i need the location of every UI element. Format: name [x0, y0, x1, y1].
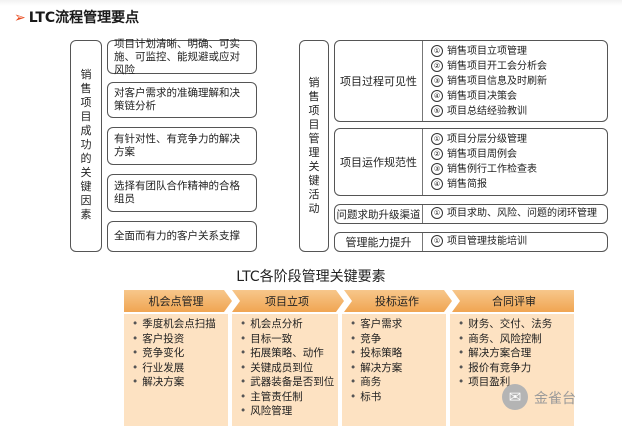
activity-group-name: 项目过程可见性: [335, 41, 423, 121]
factor-box: 对客户需求的准确理解和决策链分析: [107, 82, 257, 118]
activity-group-name: 管理能力提升: [335, 233, 423, 251]
activity-group-name: 项目运作规范性: [335, 129, 423, 195]
list-item: •拓展策略、动作: [240, 347, 324, 359]
stage-name: 投标运作: [375, 295, 419, 308]
list-item: •客户需求: [350, 318, 403, 330]
list-item: •解决方案: [132, 376, 185, 388]
stage-name: 机会点管理: [148, 295, 204, 308]
list-item: •主管责任制: [240, 390, 303, 403]
list-item: •竞争: [350, 332, 382, 345]
factor-box: 有针对性、有竞争力的解决方案: [107, 127, 257, 165]
page-title: ➢LTC流程管理要点: [14, 10, 140, 26]
list-item: •机会点分析: [240, 318, 303, 330]
stages-title: LTC各阶段管理关键要素: [236, 269, 386, 285]
stage-column: •机会点分析 •目标一致 •拓展策略、动作 •关键成员到位 •武器装备是否到位 …: [232, 314, 338, 426]
list-item: •目标一致: [240, 332, 293, 345]
arrow-icon: ➢: [14, 10, 26, 26]
right-panel-label: 销售项目管理关键活动: [308, 76, 320, 215]
stage-header-bar: 机会点管理 项目立项 投标运作 合同评审: [124, 290, 574, 312]
list-item: •行业发展: [132, 361, 185, 374]
list-item: •报价有竞争力: [458, 361, 532, 374]
list-item: •季度机会点扫描: [132, 318, 216, 330]
right-panel-label-frame: [299, 40, 329, 252]
list-item: •竞争变化: [132, 347, 185, 359]
left-panel-label-frame: [70, 40, 102, 252]
watermark-text: 金雀台: [534, 391, 576, 407]
list-item: •标书: [350, 390, 382, 403]
wechat-logo-icon: ✉: [502, 384, 528, 410]
list-item: •关键成员到位: [240, 361, 314, 374]
activity-group-name: 问题求助升级渠道: [335, 205, 423, 223]
list-item: •财务、交付、法务: [458, 318, 553, 330]
list-item: •解决方案合理: [458, 347, 532, 359]
list-item: •项目盈利: [458, 376, 511, 388]
list-item: •投标策略: [350, 347, 403, 359]
stage-column: •季度机会点扫描 •客户投资 •竞争变化 •行业发展 •解决方案: [124, 314, 228, 426]
list-item: •武器装备是否到位: [240, 376, 335, 388]
stage-chevron: [344, 290, 452, 312]
stage-chevron: [452, 290, 574, 312]
list-item: •风险管理: [240, 405, 293, 417]
stage-chevrons: [124, 290, 574, 312]
list-item: •商务: [350, 376, 382, 388]
top-shadow-bar: [0, 0, 622, 6]
factor-box: 项目计划清晰、明确、可实施、可监控、能规避或应对风险: [107, 38, 257, 76]
stage-name: 合同评审: [492, 295, 536, 308]
list-item: •客户投资: [132, 332, 185, 345]
list-item: •商务、风险控制: [458, 332, 542, 345]
stage-column: •客户需求 •竞争 •投标策略 •解决方案 •商务 •标书: [342, 314, 446, 426]
list-item: •解决方案: [350, 361, 403, 374]
stage-name: 项目立项: [265, 295, 309, 308]
left-panel-label: 销售项目成功的关键因素: [80, 68, 92, 221]
factor-box: 全面而有力的客户关系支撑: [107, 221, 257, 252]
stage-column: •财务、交付、法务 •商务、风险控制 •解决方案合理 •报价有竞争力 •项目盈利: [450, 314, 574, 426]
factor-box: 选择有团队合作精神的合格组员: [107, 174, 257, 212]
stage-chevron: [232, 290, 344, 312]
stage-chevron: [124, 290, 232, 312]
